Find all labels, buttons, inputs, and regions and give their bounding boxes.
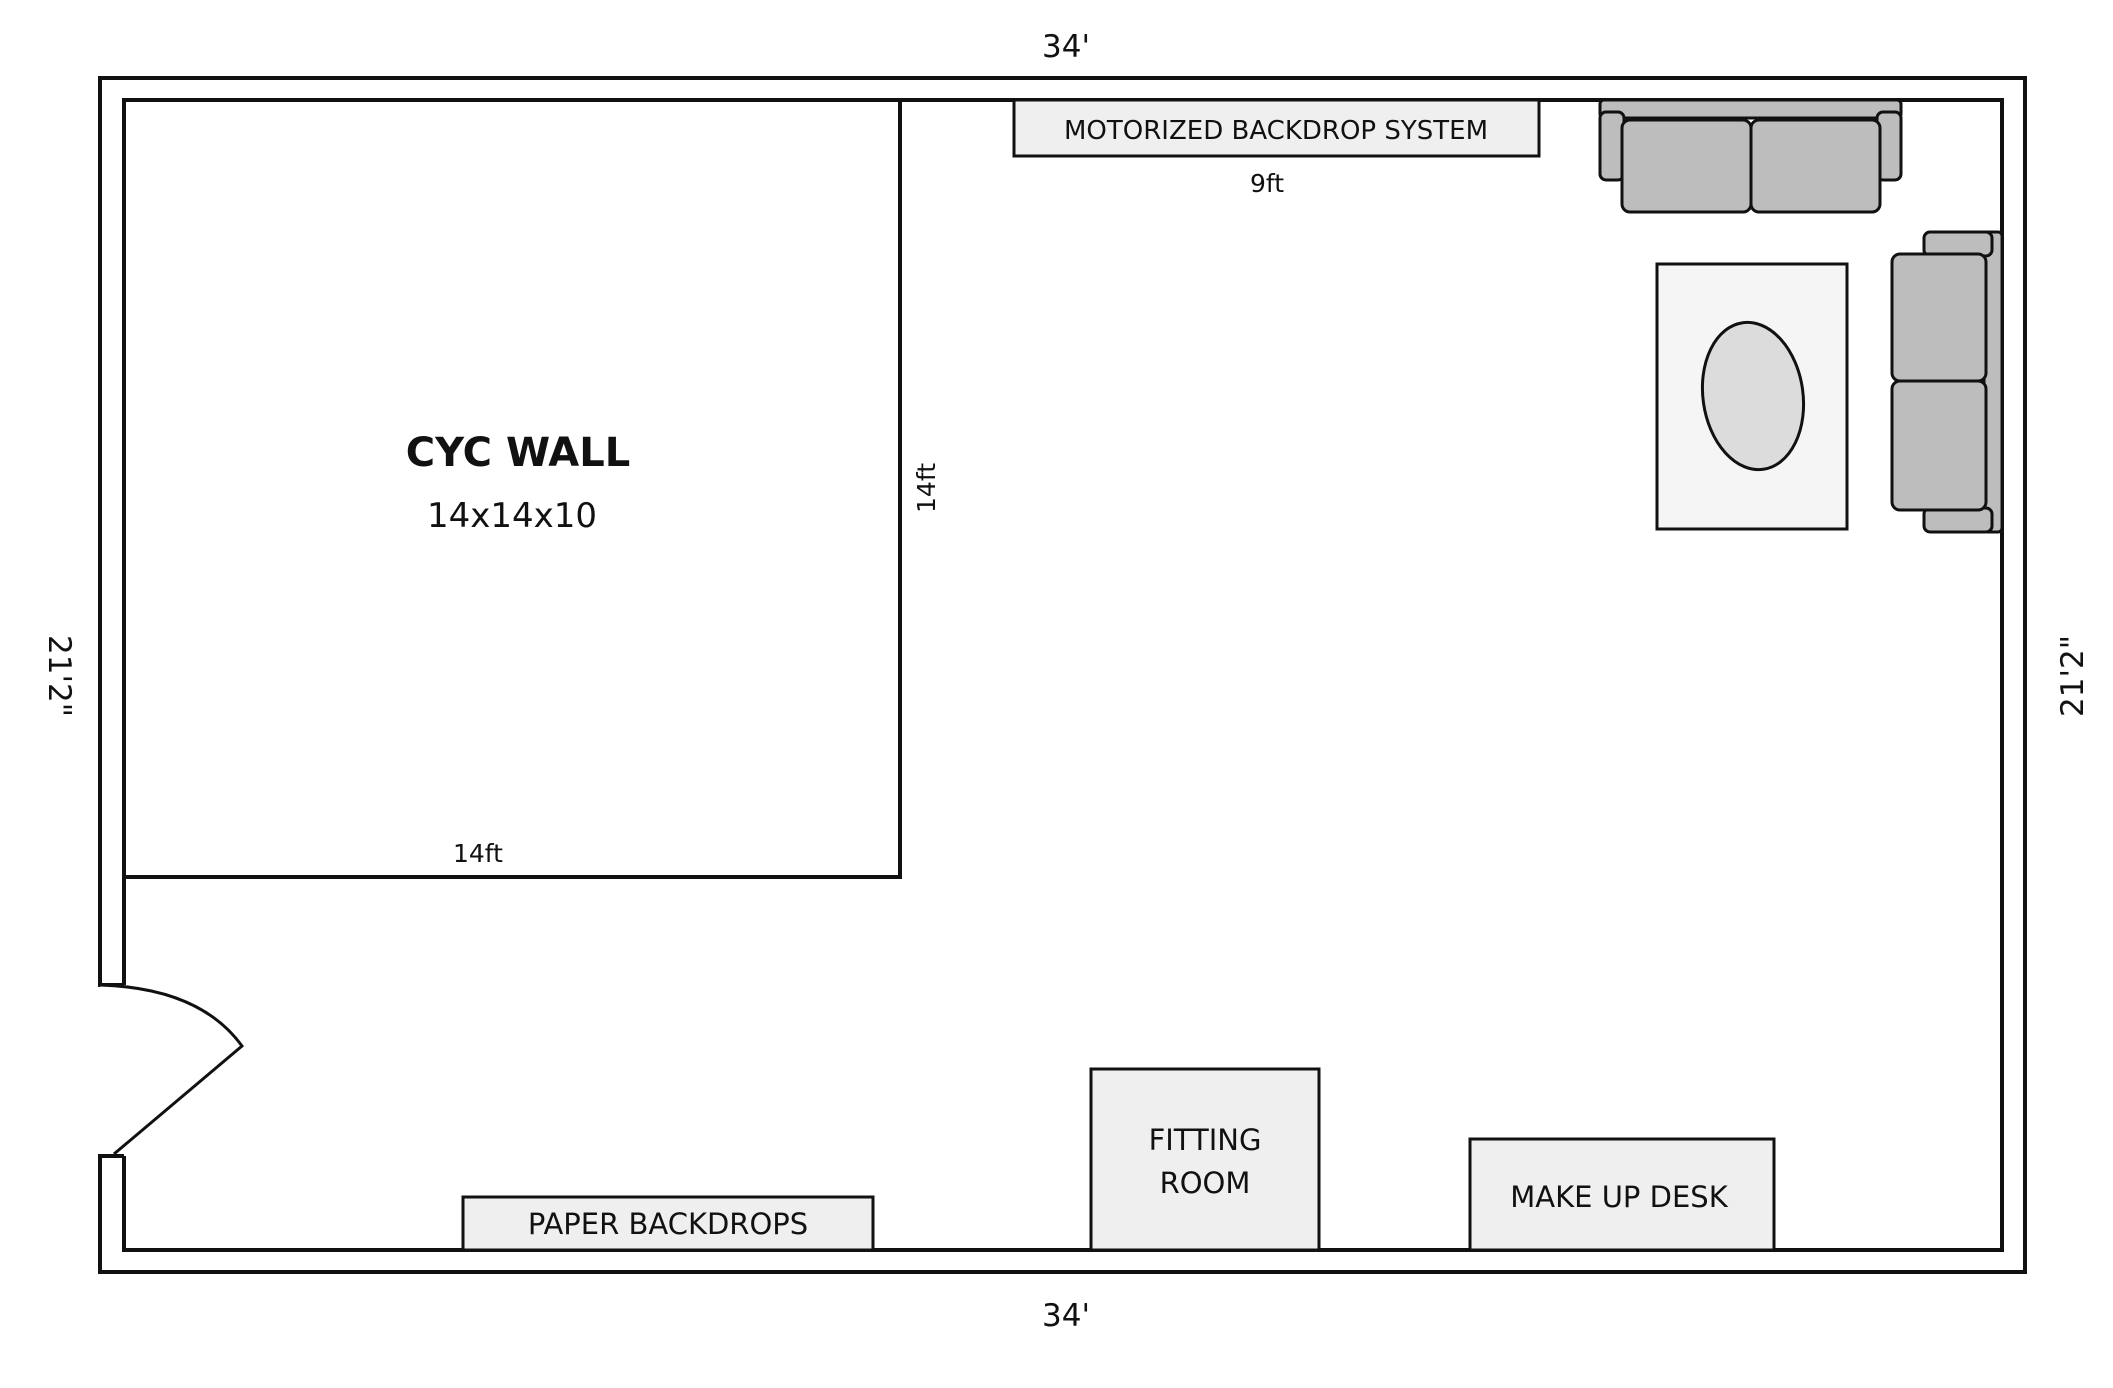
makeup-desk-label: MAKE UP DESK — [1510, 1180, 1728, 1214]
cyc-wall-title: CYC WALL — [406, 430, 630, 476]
lounge-rug[interactable] — [1655, 262, 1849, 531]
entrance-door[interactable] — [98, 983, 245, 1272]
coffee-table[interactable] — [1693, 316, 1813, 476]
sofa-top-back — [1598, 98, 1903, 120]
backdrop-system-label: MOTORIZED BACKDROP SYSTEM — [1064, 116, 1488, 146]
cyc-wall-area — [122, 98, 902, 879]
sofa-right-arm-bottom — [1922, 506, 1994, 534]
paper-backdrops-label: PAPER BACKDROPS — [528, 1207, 808, 1241]
paper-backdrops-box — [461, 1195, 875, 1252]
fitting-room-box — [1089, 1067, 1321, 1252]
paper-backdrops[interactable]: PAPER BACKDROPS — [461, 1195, 875, 1252]
dimension-left: 21'2" — [41, 635, 77, 717]
sofa-right-arm-top — [1922, 230, 1994, 258]
outer-wall — [98, 76, 2027, 1274]
sofa-right[interactable] — [1890, 230, 2004, 534]
backdrop-system-width-label: 9ft — [1250, 169, 1284, 198]
dimension-right: 21'2" — [2055, 635, 2091, 717]
dimension-top: 34' — [1042, 29, 1090, 65]
sofa-right-cushion-bottom — [1890, 379, 1988, 512]
cyc-wall-size: 14x14x10 — [427, 496, 597, 536]
sofa-top-arm-left — [1598, 110, 1626, 182]
door-swing — [99, 983, 245, 1156]
makeup-desk-box — [1468, 1137, 1776, 1252]
fitting-room[interactable]: FITTING ROOM — [1089, 1067, 1321, 1252]
cyc-wall[interactable]: CYC WALL 14x14x10 14ft 14ft — [122, 98, 941, 879]
sofa-top-cushion-right — [1749, 118, 1882, 214]
makeup-desk[interactable]: MAKE UP DESK — [1468, 1137, 1776, 1252]
dimension-bottom: 34' — [1042, 1298, 1090, 1334]
backdrop-system-box — [1012, 98, 1541, 158]
sofa-top[interactable] — [1598, 98, 1903, 214]
motorized-backdrop-system[interactable]: MOTORIZED BACKDROP SYSTEM 9ft — [1012, 98, 1541, 198]
cyc-wall-depth-label: 14ft — [912, 463, 941, 513]
sofa-top-cushion-left — [1620, 118, 1753, 214]
sofa-right-cushion-top — [1890, 252, 1988, 383]
fitting-room-label-line2: ROOM — [1160, 1166, 1251, 1200]
cyc-wall-width-label: 14ft — [453, 839, 503, 868]
fitting-room-label-line1: FITTING — [1149, 1123, 1262, 1157]
